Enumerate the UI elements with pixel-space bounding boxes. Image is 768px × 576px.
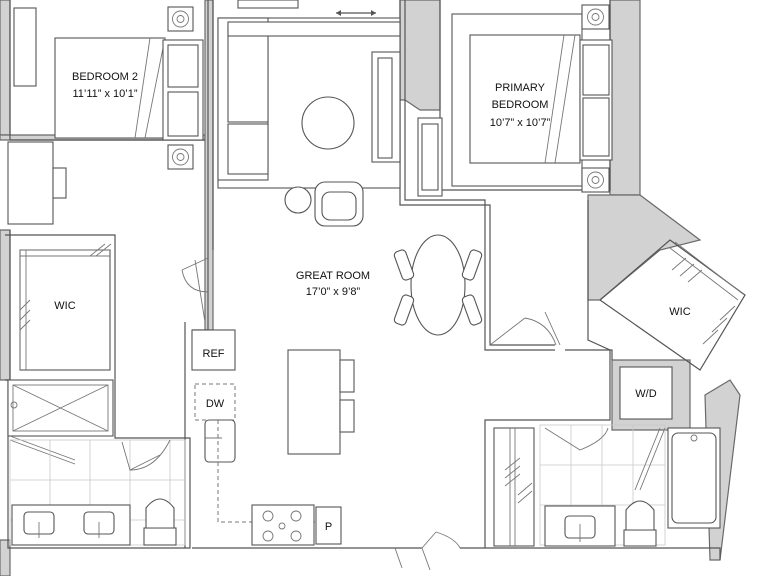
dining-chair bbox=[393, 294, 415, 326]
stool bbox=[339, 359, 355, 393]
bathroom-right bbox=[493, 424, 721, 547]
dining-chair bbox=[461, 249, 483, 281]
closet-door bbox=[13, 7, 37, 87]
chair bbox=[52, 167, 67, 199]
primary-bedroom: PRIMARY BEDROOM 10’7” x 10’7” bbox=[417, 4, 613, 197]
kitchen: REF DW P bbox=[191, 329, 355, 546]
bed bbox=[469, 34, 581, 164]
wic-right-name: WIC bbox=[669, 306, 690, 318]
walk-in-closet-right: WIC bbox=[669, 241, 744, 345]
dining-area bbox=[393, 234, 483, 336]
walk-in-closet-left: WIC bbox=[19, 243, 112, 371]
kitchen-island bbox=[287, 349, 341, 455]
coffee-table bbox=[301, 96, 355, 150]
primary-name-line2: BEDROOM bbox=[492, 99, 549, 111]
pantry bbox=[315, 506, 342, 545]
wic-left-name: WIC bbox=[54, 300, 75, 312]
washer-dryer bbox=[619, 366, 673, 420]
laundry: W/D bbox=[619, 366, 673, 420]
window bbox=[237, 0, 299, 9]
bedroom2-dims: 11’11” x 10’1” bbox=[72, 88, 137, 100]
stool bbox=[339, 399, 355, 433]
toilet bbox=[625, 500, 655, 531]
bedroom-2: BEDROOM 2 11’11” x 10’1” bbox=[7, 6, 204, 225]
dining-chair bbox=[393, 249, 415, 281]
dw-label: DW bbox=[206, 398, 225, 410]
wd-label: W/D bbox=[635, 388, 656, 400]
desk bbox=[7, 141, 54, 225]
doors bbox=[181, 257, 561, 571]
refrigerator bbox=[191, 329, 236, 371]
living-area: GREAT ROOM 17’0” x 9’8” bbox=[217, 0, 401, 298]
dining-table bbox=[410, 234, 466, 336]
toilet bbox=[145, 498, 175, 529]
toilet-tank bbox=[143, 527, 177, 546]
pantry-label: P bbox=[325, 521, 332, 533]
primary-dims: 10’7” x 10’7” bbox=[490, 117, 551, 129]
bed bbox=[54, 37, 166, 139]
dining-chair bbox=[461, 294, 483, 326]
kitchen-sink bbox=[204, 419, 236, 463]
ref-label: REF bbox=[203, 348, 225, 360]
bedroom2-name: BEDROOM 2 bbox=[72, 71, 138, 83]
toilet-tank bbox=[623, 529, 657, 547]
cooktop bbox=[251, 504, 315, 546]
dishwasher bbox=[194, 383, 236, 421]
side-table bbox=[284, 186, 312, 214]
primary-name-line1: PRIMARY bbox=[495, 82, 546, 94]
great-room-name: GREAT ROOM bbox=[296, 270, 370, 282]
bathroom-left bbox=[7, 379, 186, 546]
great-room-dims: 17’0” x 9’8” bbox=[306, 286, 361, 298]
